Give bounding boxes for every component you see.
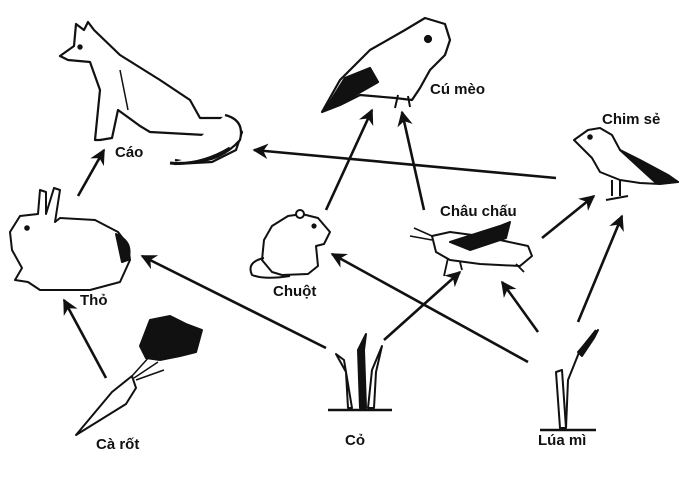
owl-icon (320, 16, 452, 114)
node-label-lua-mi: Lúa mì (538, 432, 587, 449)
mouse-icon (249, 209, 331, 279)
grasshopper-icon (409, 221, 533, 277)
node-label-co: Cỏ (345, 432, 365, 449)
wheat-icon (540, 329, 599, 432)
carrot-icon (75, 315, 203, 436)
arrow-lua-mi-to-chuot (330, 252, 529, 364)
arrow-chim-se-to-cao (252, 143, 557, 180)
arrow-lua-mi-to-chau-chau (500, 280, 540, 333)
arrow-co-to-chau-chau (383, 270, 462, 341)
node-label-chuot: Chuột (273, 283, 317, 300)
arrow-ca-rot-to-tho (62, 298, 108, 379)
arrow-chau-chau-to-chim-se (541, 194, 596, 240)
rabbit-icon (9, 187, 131, 291)
node-label-cu-meo: Cú mèo (430, 81, 486, 98)
node-label-chau-chau: Châu chấu (440, 203, 517, 220)
arrow-co-to-tho (140, 254, 327, 350)
node-label-ca-rot: Cà rốt (96, 436, 140, 453)
node-label-tho: Thỏ (80, 292, 108, 309)
arrow-tho-to-cao (76, 148, 106, 197)
arrow-chau-chau-to-cu-meo (397, 110, 426, 211)
sparrow-icon (573, 127, 679, 201)
node-label-cao: Cáo (115, 144, 144, 161)
fox-icon (58, 20, 244, 166)
grass-icon (328, 333, 392, 412)
food-web-edges (62, 108, 624, 379)
node-label-chim-se: Chim sẻ (602, 111, 661, 128)
arrow-lua-mi-to-chim-se (576, 214, 624, 323)
